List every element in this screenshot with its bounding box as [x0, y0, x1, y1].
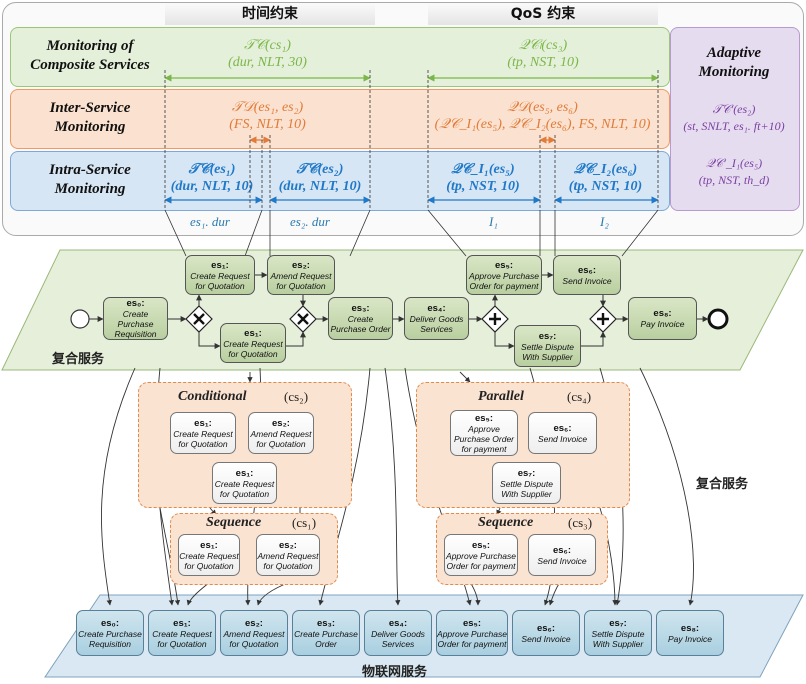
parallel-title: Parallel	[478, 389, 524, 404]
iot-service-es4[interactable]: es₄:Deliver Goods Services	[364, 610, 432, 656]
inter-band	[10, 89, 670, 149]
process-es3[interactable]: es₃:Create Purchase Order	[328, 297, 393, 340]
tc-cs1: 𝒯𝒞(cs₁)(dur, NLT, 30)	[228, 38, 307, 70]
row-label-adaptive: Adaptive Monitoring	[698, 45, 770, 80]
parallel-es5[interactable]: es₅:Approve Purchase Order for payment	[450, 410, 518, 456]
conditional-es1b[interactable]: es₁:Create Request for Quotation	[212, 462, 277, 504]
iot-service-es0[interactable]: es₀:Create Purchase Requisition	[76, 610, 144, 656]
sequence3-title: Sequence	[478, 515, 534, 530]
sequence1-cs: (cs₁)	[292, 515, 317, 530]
axis-label-i2: I₂	[600, 214, 609, 229]
iot-service-es5[interactable]: es₅:Approve Purchase Order for payment	[436, 610, 508, 656]
qos-constraint-header: QoS 约束	[428, 3, 658, 25]
adaptive-band	[670, 27, 800, 211]
axis-label-es2dur: es₂. dur	[290, 214, 330, 229]
sequence3-cs: (cs₃)	[568, 515, 593, 530]
parallel-cs: (cs₄)	[567, 389, 592, 404]
parallel-es7[interactable]: es₇:Settle Dispute With Supplier	[492, 462, 561, 504]
process-es1-bottom[interactable]: es₁:Create Request for Quotation	[220, 323, 286, 363]
conditional-cs: (cs₂)	[284, 389, 309, 404]
sequence1-title: Sequence	[206, 515, 262, 530]
qc-es5: 𝒬𝒞_I₁(es₅)(tp, NST, 10)	[446, 162, 520, 194]
composite-service-label-middle: 复合服务	[696, 477, 749, 492]
process-es2[interactable]: es₂:Amend Request for Quotation	[267, 255, 335, 295]
sequence3-es6[interactable]: es₆:Send Invoice	[528, 534, 596, 576]
iot-service-es1[interactable]: es₁:Create Request for Quotation	[148, 610, 216, 656]
iot-service-es6[interactable]: es₆:Send Invoice	[512, 610, 580, 656]
conditional-title: Conditional	[178, 389, 247, 404]
process-es4[interactable]: es₄:Deliver Goods Services	[404, 297, 469, 340]
process-es7[interactable]: es₇:Settle Dispute With Supplier	[514, 325, 581, 367]
tc-es1: 𝒯𝒞(es₁)(dur, NLT, 10)	[170, 162, 254, 194]
adaptive-qc: 𝒬𝒞′_I₁(es₅)(tp, NST, th_d)	[698, 156, 770, 187]
parallel-es6[interactable]: es₆:Send Invoice	[528, 412, 597, 454]
sequence3-es5[interactable]: es₅:Approve Purchase Order for payment	[444, 534, 518, 576]
td-es1-es2: 𝒯𝒟(es₁, es₂)(FS, NLT, 10)	[229, 100, 306, 132]
row-label-intra: Intra-Service Monitoring	[49, 162, 131, 197]
time-constraint-header: 时间约束	[165, 3, 375, 25]
conditional-es1[interactable]: es₁:Create Request for Quotation	[170, 412, 236, 454]
qc-cs3: 𝒬𝒞ₗ(cs₃)(tp, NST, 10)	[507, 38, 579, 70]
adaptive-tc: 𝒯𝒞′(es₂)(st, SNLT, es₁. ft+10)	[683, 102, 785, 133]
iot-service-es7[interactable]: es₇:Settle Dispute With Supplier	[584, 610, 652, 656]
sequence1-es2[interactable]: es₂:Amend Request for Quotation	[256, 534, 320, 576]
process-es6[interactable]: es₆:Send Invoice	[553, 255, 621, 295]
axis-label-i1: I₁	[489, 214, 498, 229]
composite-service-label-top: 复合服务	[52, 352, 105, 367]
iot-service-es3[interactable]: es₃:Create Purchase Order	[292, 610, 360, 656]
sequence1-es1[interactable]: es₁:Create Request for Quotation	[178, 534, 240, 576]
tc-es2: 𝒯𝒞(es₂)(dur, NLT, 10)	[278, 162, 362, 194]
process-es0[interactable]: es₀:Create Purchase Requisition	[103, 297, 168, 340]
qd-es5-es6: 𝒬𝒟(es₅, es₆)(𝒬𝒞_I₁(es₅), 𝒬𝒞_I₂(es₆), FS,…	[434, 100, 651, 132]
iot-service-label: 物联网服务	[362, 665, 428, 680]
row-label-composite: Monitoring of Composite Services	[30, 38, 150, 73]
conditional-es2[interactable]: es₂:Amend Request for Quotation	[248, 412, 314, 454]
axis-label-es1dur: es₁. dur	[190, 214, 230, 229]
process-es1-top[interactable]: es₁:Create Request for Quotation	[185, 255, 255, 295]
process-es8[interactable]: es₈:Pay Invoice	[628, 297, 697, 340]
iot-service-es2[interactable]: es₂:Amend Request for Quotation	[220, 610, 288, 656]
process-es5[interactable]: es₅:Approve Purchase Order for payment	[466, 255, 542, 295]
iot-service-es8[interactable]: es₈:Pay Invoice	[656, 610, 724, 656]
row-label-inter: Inter-Service Monitoring	[49, 100, 131, 135]
qc-es6: 𝒬𝒞_I₂(es₆)(tp, NST, 10)	[568, 162, 643, 194]
